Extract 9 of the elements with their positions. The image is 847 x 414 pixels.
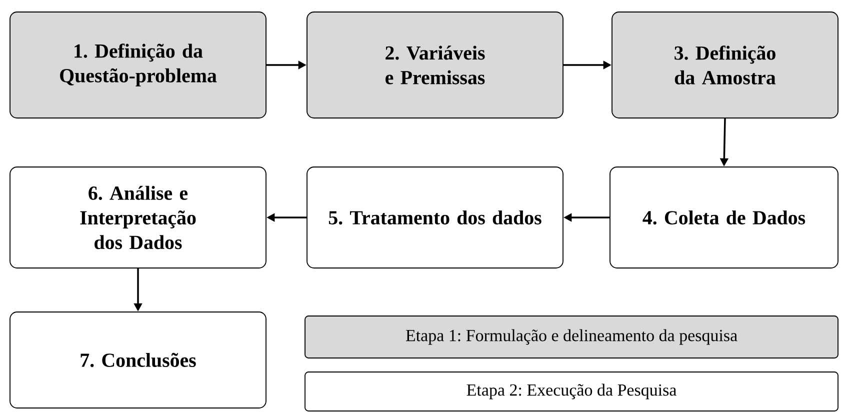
process-box: 5. Tratamento dos dados: [306, 166, 564, 268]
process-box: 7. Conclusões: [10, 312, 266, 408]
process-box: 1. Definição da Questão-problema: [10, 12, 266, 118]
legend-item: Etapa 1: Formulação e delineamento da pesquisa: [304, 316, 838, 358]
process-box: 2. Variáveis e Premissas: [306, 12, 564, 118]
process-box: 6. Análise e Interpretação dos Dados: [10, 166, 266, 268]
legend-item: Etapa 2: Execução da Pesquisa: [304, 372, 838, 412]
process-box: 4. Coleta de Dados: [610, 166, 838, 268]
process-box: 3. Definição da Amostra: [612, 12, 838, 118]
